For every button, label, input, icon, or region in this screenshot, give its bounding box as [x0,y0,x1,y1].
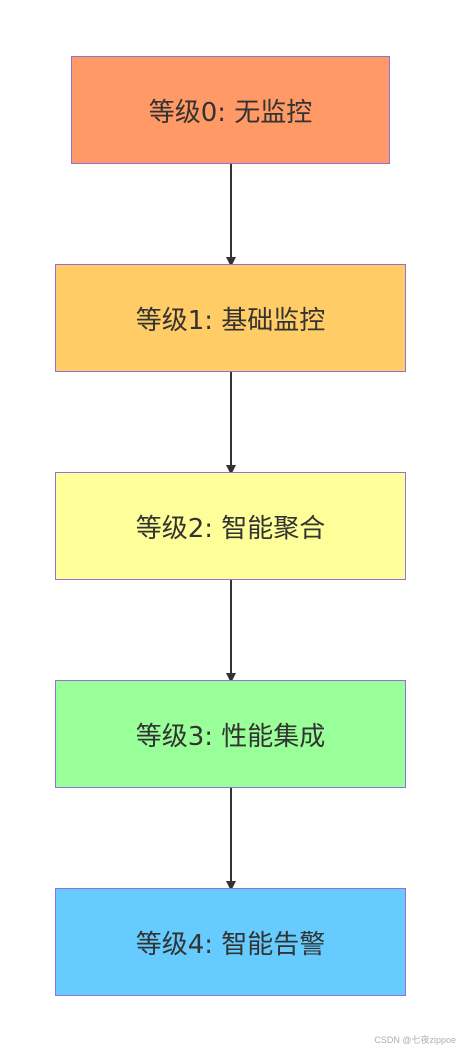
level-0-label: 等级0: 无监控 [148,97,313,128]
level-2-label: 等级2: 智能聚合 [135,513,326,544]
level-3-label: 等级3: 性能集成 [135,721,326,752]
level-1-node: 等级1: 基础监控 [55,264,406,372]
level-4-label: 等级4: 智能告警 [135,929,326,960]
level-1-label: 等级1: 基础监控 [135,305,326,336]
level-2-node: 等级2: 智能聚合 [55,472,406,580]
level-4-node: 等级4: 智能告警 [55,888,406,996]
watermark: CSDN @七夜zippoe [374,1035,456,1045]
level-3-node: 等级3: 性能集成 [55,680,406,788]
level-0-node: 等级0: 无监控 [71,56,390,164]
